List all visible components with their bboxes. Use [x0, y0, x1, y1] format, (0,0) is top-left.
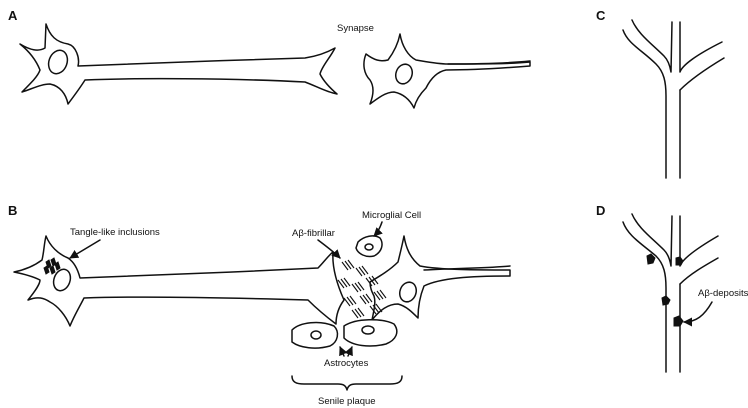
- astrocytes-label: Astrocytes: [324, 358, 369, 369]
- astrocyte-arrow-right: [348, 347, 352, 356]
- abeta-fibrillar-label: Aβ-fibrillar: [292, 228, 335, 239]
- panel-label-c: C: [596, 8, 606, 23]
- dendrite-branch-c: [623, 20, 724, 178]
- deposits-arrow: [684, 302, 712, 322]
- abeta-deposits: [647, 254, 683, 326]
- panel-label-a: A: [8, 8, 18, 23]
- panel-label-d: D: [596, 203, 605, 218]
- microglial-label: Microglial Cell: [362, 210, 421, 221]
- astrocyte-right-nucleus: [362, 326, 374, 334]
- microglial-arrow: [374, 222, 382, 236]
- synapse-label: Synapse: [337, 23, 374, 34]
- tangle-arrow: [70, 240, 100, 258]
- astrocyte-left-nucleus: [311, 331, 321, 339]
- postsynaptic-neuron-a: [364, 34, 530, 108]
- postsynaptic-neuron-b: [370, 236, 510, 320]
- tangle-label: Tangle-like inclusions: [70, 227, 160, 238]
- panel-label-b: B: [8, 203, 17, 218]
- senile-plaque-label: Senile plaque: [318, 396, 376, 407]
- abeta-deposits-label: Aβ-deposits: [698, 288, 748, 299]
- microglial-nucleus: [365, 244, 373, 250]
- astrocyte-arrow-left: [340, 347, 344, 356]
- plaque-brace: [292, 376, 402, 390]
